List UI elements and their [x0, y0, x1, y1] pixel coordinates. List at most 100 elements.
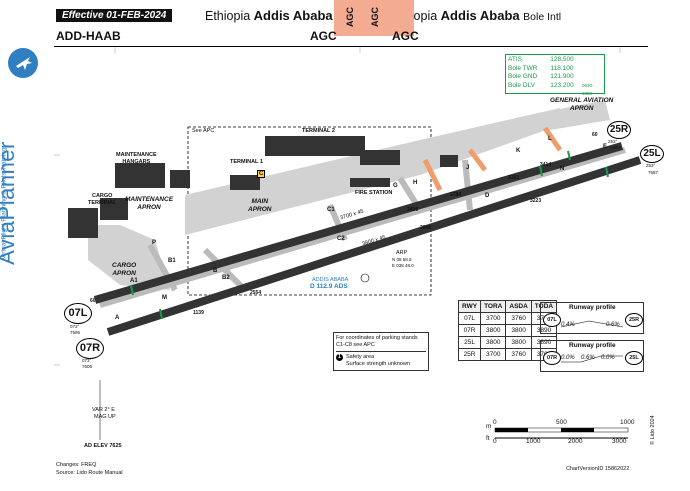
brand-strip: AviaPlanner Virtual Flight Planning & Pi… — [0, 40, 50, 470]
arp-elev: E 038 48.0 — [392, 263, 414, 268]
profile-title: Runway profile — [569, 304, 616, 311]
terminal-1-label: TERMINAL 1 — [230, 159, 263, 165]
distance-1139: 1139 — [193, 310, 204, 316]
chart-title-right: Ethiopia Addis Ababa Bole Intl — [392, 8, 561, 23]
vor-symbol-icon — [360, 273, 370, 283]
runway-25r-heading: 253° — [608, 139, 618, 144]
profile-right-marker: 25L — [625, 351, 643, 365]
taxiway-m: M — [162, 295, 167, 301]
distance-2554: 2554 — [250, 290, 262, 296]
taxiway-c: C — [257, 170, 266, 178]
maintenance-hangars-label: MAINTENANCE HANGARS — [116, 152, 157, 165]
scale-m-1000: 1000 — [620, 419, 635, 426]
taxiway-d: D — [485, 193, 490, 199]
main-apron-area — [185, 108, 560, 235]
taxiway-p: P — [152, 240, 157, 246]
runway-07l-25r — [93, 142, 624, 304]
cargo-apron-area — [88, 225, 170, 290]
scale-ft-unit: ft — [486, 435, 490, 442]
small-building — [440, 155, 458, 167]
taxiway-b: B — [213, 268, 218, 274]
profile-title: Runway profile — [569, 342, 616, 349]
cargo-apron-label: CARGO APRON — [112, 262, 137, 277]
hangar-small — [170, 170, 190, 188]
scale-ft-0: 0 — [493, 438, 497, 445]
legend-row: 1 Safety area Surface strength unknown — [336, 351, 426, 368]
maintenance-hangar — [115, 163, 165, 188]
legend-box: For coordinates of parking stands C1-C8 … — [333, 332, 429, 371]
taxiway-a: A — [115, 315, 120, 321]
runway-25l-marker: 25L — [640, 145, 664, 163]
city-label-right: Addis Ababa — [440, 8, 520, 23]
airport-label-right: Bole Intl — [523, 11, 562, 23]
runway-07r-marker: 07R — [76, 338, 104, 359]
agc-label-right: AGC — [392, 29, 419, 43]
profile-slope: 0.4% — [561, 322, 575, 328]
plane-logo-icon — [8, 48, 38, 78]
agc-label-left: AGC — [310, 29, 337, 43]
agc-vertical-left: AGC — [345, 7, 355, 27]
terminal-2-label: TERMINAL 2 — [302, 128, 335, 134]
scale-m-500: 500 — [556, 419, 567, 426]
profile-left-marker: 07R — [543, 351, 561, 365]
scale-ft-2000: 2000 — [568, 438, 583, 445]
footer-version: ChartVersionID 15862022 — [566, 466, 630, 472]
scale-m-0: 0 — [493, 419, 497, 426]
scale-ft-1000: 1000 — [526, 438, 541, 445]
scale-bar — [494, 427, 629, 439]
fire-station-building — [350, 178, 390, 187]
header-divider — [54, 46, 648, 47]
taxiway-n: N — [560, 166, 565, 172]
cargo-terminal-label: CARGO TERMINAL — [88, 193, 117, 206]
brand-tagline: Virtual Flight Planning & Pilots Trainin… — [0, 147, 8, 260]
see-apc-label: See APC — [192, 128, 215, 134]
terminal-2-annex — [360, 150, 400, 165]
legend-number-icon: 1 — [336, 354, 343, 361]
runway-25r-marker: 25R — [607, 121, 631, 139]
arp-label: ARP — [396, 250, 408, 256]
effective-date-badge: Effective 01-FEB-2024 — [56, 9, 173, 22]
runway-25l-elevation: 7587 — [648, 170, 659, 175]
distance-3161: 3161 — [508, 175, 520, 181]
distance-2784: 2784 — [450, 192, 462, 198]
variation-label: VAR 2° E — [92, 407, 115, 413]
taxiway-b1: B1 — [168, 258, 176, 264]
ga-apron-label: GENERAL AVIATION APRON — [550, 97, 614, 112]
distance-3223: 3223 — [530, 198, 542, 204]
runway-07l-marker: 07L — [64, 303, 92, 324]
runway-07l-heading: 073° — [70, 324, 80, 329]
distance-3414: 3414 — [540, 162, 552, 168]
scale-ft-3000: 3000 — [612, 438, 627, 445]
distance-2688: 2688 — [420, 225, 432, 231]
profile-right-marker: 25R — [625, 313, 643, 327]
maintenance-apron-label: MAINTENANCE APRON — [125, 196, 174, 211]
variation-label-2: MAG UP — [94, 414, 116, 420]
taxiway-e: E — [603, 144, 608, 150]
runway-07r-heading: 073° — [82, 358, 92, 363]
country-label: Ethiopia — [205, 9, 251, 23]
footer-changes: Changes: FREQ — [56, 462, 97, 468]
agc-vertical-right: AGC — [370, 7, 380, 27]
taxiway-l: L — [548, 136, 552, 142]
taxiway-a1: A1 — [130, 278, 138, 284]
main-apron-label: MAIN APRON — [248, 198, 272, 213]
scale-m-unit: m — [486, 423, 492, 430]
runway-07r-25l — [106, 156, 642, 336]
registration-label: ADD-HAAB — [56, 29, 121, 43]
distance-2406: 2406 — [407, 207, 419, 213]
profile-slope: 0.0% — [601, 355, 615, 361]
ad-elevation-label: AD ELEV 7625 — [84, 443, 122, 449]
runway-25l-heading: 253° — [646, 163, 656, 168]
runway-25r-elevation: 7585 — [610, 145, 621, 150]
runway-profile-07r-25l: Runway profile 07R 25L 0.0% 0.6% 0.0% — [540, 340, 644, 372]
terminal-2-building — [265, 136, 365, 156]
runway-07l-elevation: 7595 — [70, 330, 81, 335]
